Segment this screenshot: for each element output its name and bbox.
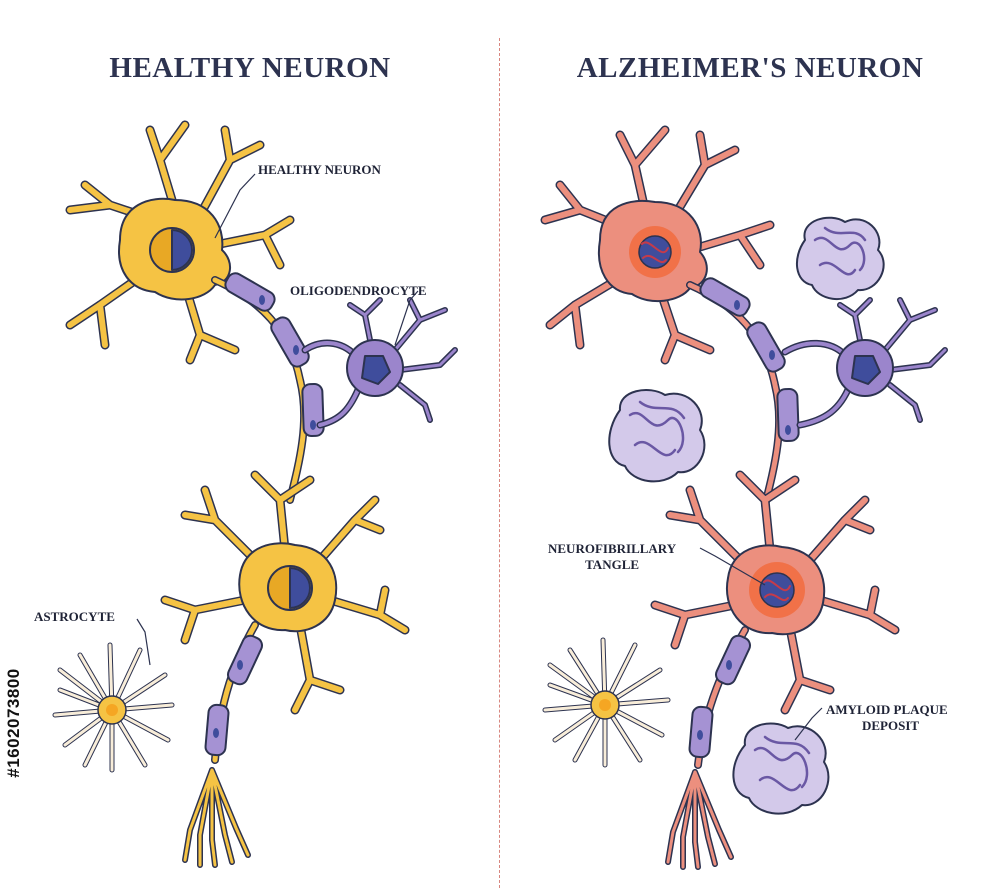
panel-divider [499,38,500,888]
healthy-neuron-title: HEALTHY NEURON [109,52,391,84]
myelin-sheath [699,277,751,317]
amyloid-plaque [796,216,885,300]
lower-healthy-neuron-dendrites [160,470,410,715]
amyloid-plaque [732,722,830,815]
neurofibrillary-label-line1: NEUROFIBRILLARY [548,541,677,556]
stock-id-watermark: #1602073800 [2,638,26,808]
astrocyte-cell [52,642,175,773]
healthy-axon [211,276,309,504]
neurofibrillary-label-line2: TANGLE [585,557,640,572]
alzheimers-neuron-title: ALZHEIMER'S NEURON [576,52,924,84]
oligodendrocyte-label: OLIGODENDROCYTE [290,283,427,298]
stock-id-text: #1602073800 [4,668,23,778]
lower-alz-neuron-dendrites [650,470,900,715]
upper-healthy-neuron-dendrites [65,120,295,365]
amyloid-label-line2: DEPOSIT [862,718,920,733]
alz-oligodendrocyte-cell [781,297,948,429]
amyloid-label-line1: AMYLOID PLAQUE [826,702,948,717]
neurofibrillary-tangle-label: NEUROFIBRILLARY TANGLE [548,541,676,573]
alzheimers-panel-art [540,125,948,870]
myelin-sheath [270,316,310,368]
upper-healthy-nucleus [171,229,193,271]
healthy-neuron-label: HEALTHY NEURON [258,162,381,177]
healthy-panel-art [52,120,458,868]
alz-astrocyte-cell [542,637,671,768]
myelin-sheath [746,321,786,373]
left-leader-lines [136,173,419,666]
right-leader-lines [699,547,823,741]
myelin-sheath [715,634,751,686]
amyloid-plaque [608,389,706,483]
amyloid-plaque-label: AMYLOID PLAQUE DEPOSIT [826,702,948,734]
oligodendrocyte-cell [301,297,458,429]
astrocyte-label: ASTROCYTE [34,609,115,624]
myelin-sheath [776,387,800,443]
myelin-sheath [227,634,263,686]
myelin-sheath [224,272,276,312]
